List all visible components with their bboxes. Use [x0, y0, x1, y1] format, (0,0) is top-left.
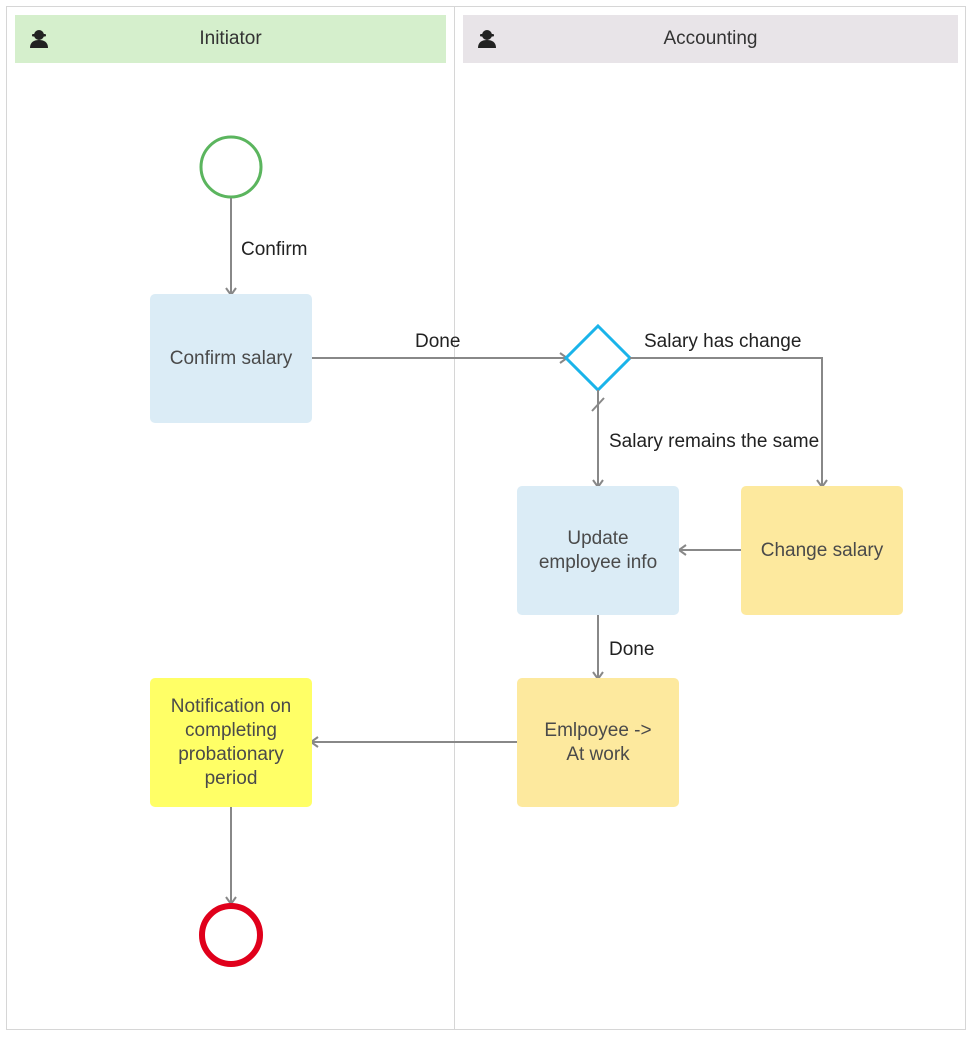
flow-label-done: Done: [609, 639, 655, 660]
exclusive-gateway[interactable]: [563, 323, 633, 393]
lane-header-initiator: Initiator: [15, 15, 446, 63]
user-icon: [30, 30, 48, 48]
lane-title: Accounting: [663, 28, 758, 49]
lane-divider: [454, 6, 455, 1030]
flow-label-salary-same: Salary remains the same: [609, 431, 820, 452]
end-event[interactable]: [199, 903, 263, 967]
lane-title: Initiator: [199, 28, 262, 49]
flow-salary-has-change[interactable]: [630, 357, 828, 489]
flow-label-confirm: Confirm: [241, 239, 308, 260]
task-update-employee-info[interactable]: Update employee info: [517, 486, 679, 615]
task-notification[interactable]: Notification on completing probationary …: [150, 678, 312, 807]
user-icon: [478, 30, 496, 48]
pool-frame: [6, 6, 966, 1030]
start-event[interactable]: [199, 135, 263, 199]
flow-label-salary-has-change: Salary has change: [644, 331, 802, 352]
lane-header-accounting: Accounting: [463, 15, 958, 63]
task-employee-at-work[interactable]: Emlpoyee -> At work: [517, 678, 679, 807]
default-flow-marker: [591, 397, 605, 412]
flow-label-done: Done: [415, 331, 461, 352]
task-change-salary[interactable]: Change salary: [741, 486, 903, 615]
task-confirm-salary[interactable]: Confirm salary: [150, 294, 312, 423]
